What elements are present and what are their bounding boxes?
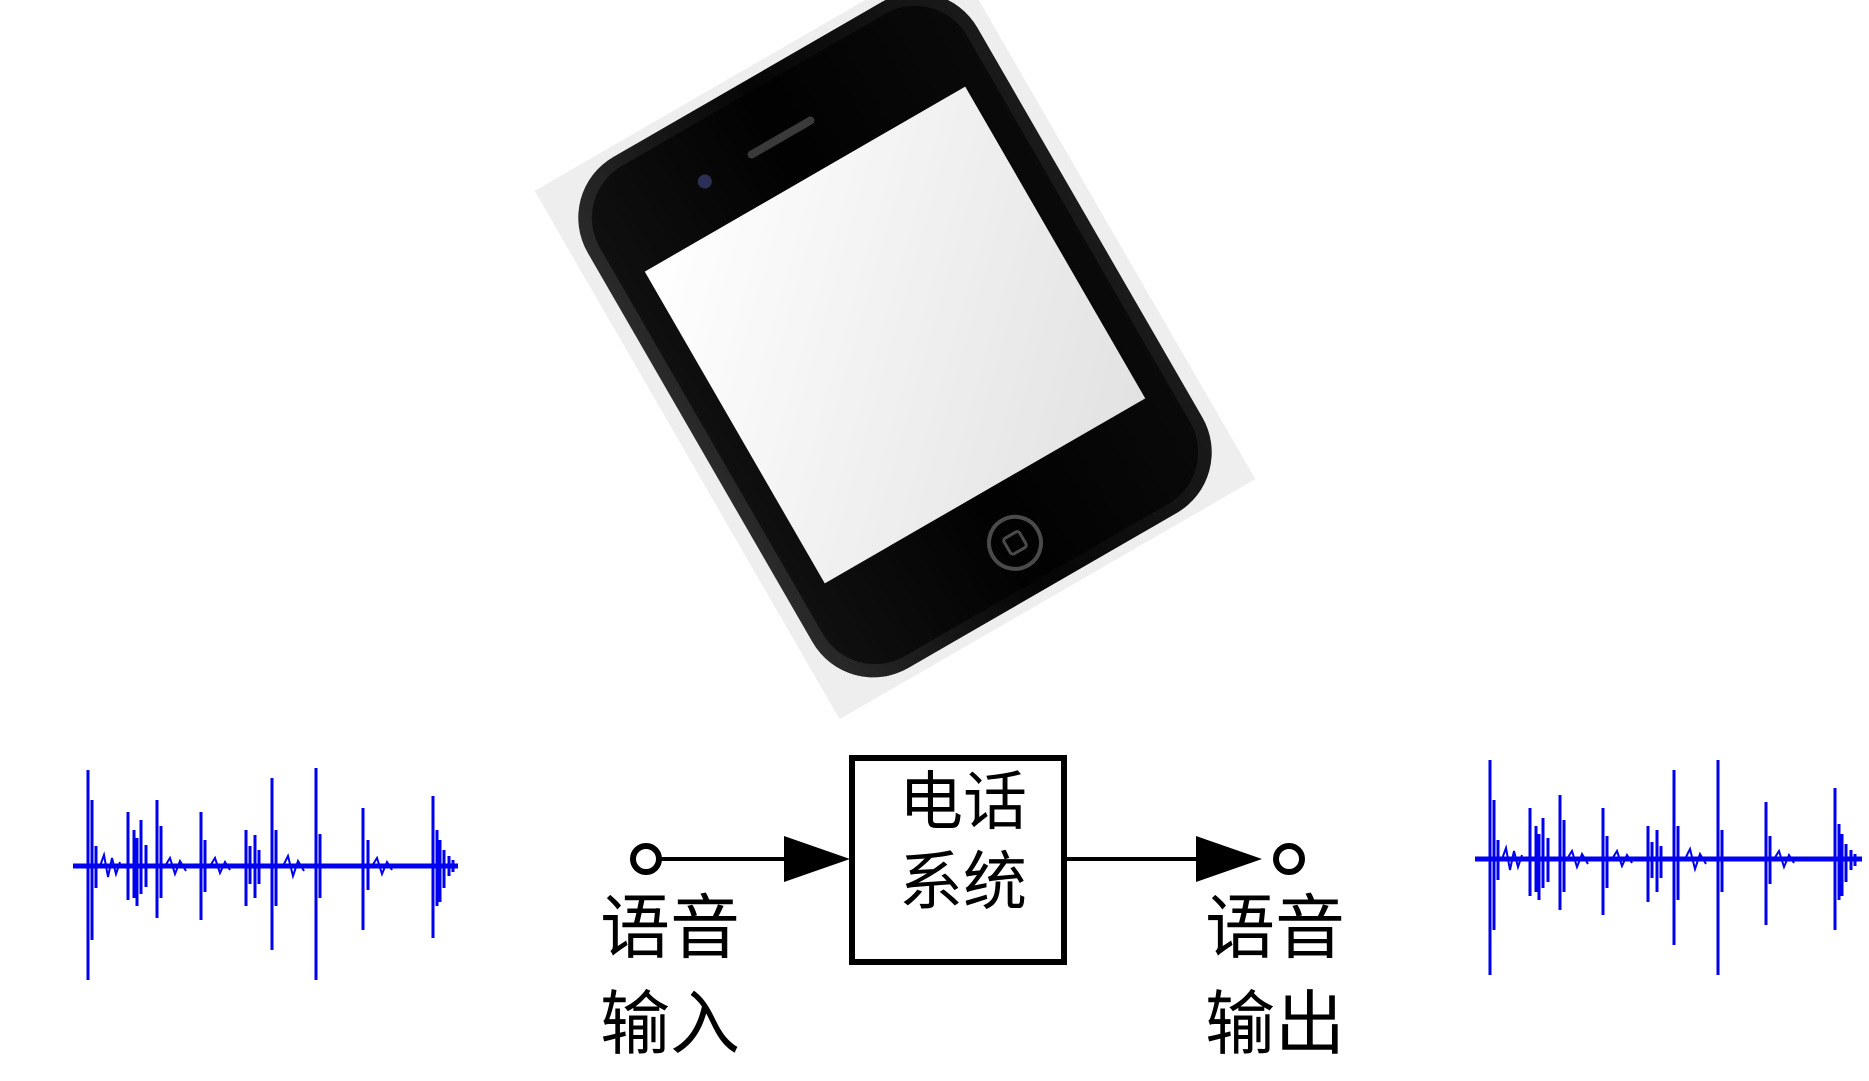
output-terminal-label: 语音 输出: [1190, 880, 1360, 1072]
input-label-line2: 输入: [600, 983, 740, 1065]
system-label-line1: 电话: [899, 766, 1027, 840]
input-terminal-label: 语音 输入: [585, 880, 755, 1072]
output-terminal-node: [1273, 843, 1305, 875]
input-terminal-node: [630, 843, 662, 875]
output-label-line1: 语音: [1205, 887, 1345, 969]
input-waveform: [73, 768, 458, 980]
input-label-line1: 语音: [600, 887, 740, 969]
smartphone-icon: [534, 0, 1256, 720]
output-label-line2: 输出: [1205, 983, 1345, 1065]
telephone-system-block: [849, 755, 1067, 965]
input-arrowhead: [784, 836, 850, 882]
system-block-label: 电话 系统: [858, 763, 1068, 923]
output-waveform: [1475, 760, 1862, 975]
system-label-line2: 系统: [899, 846, 1027, 920]
output-arrowhead: [1196, 836, 1262, 882]
